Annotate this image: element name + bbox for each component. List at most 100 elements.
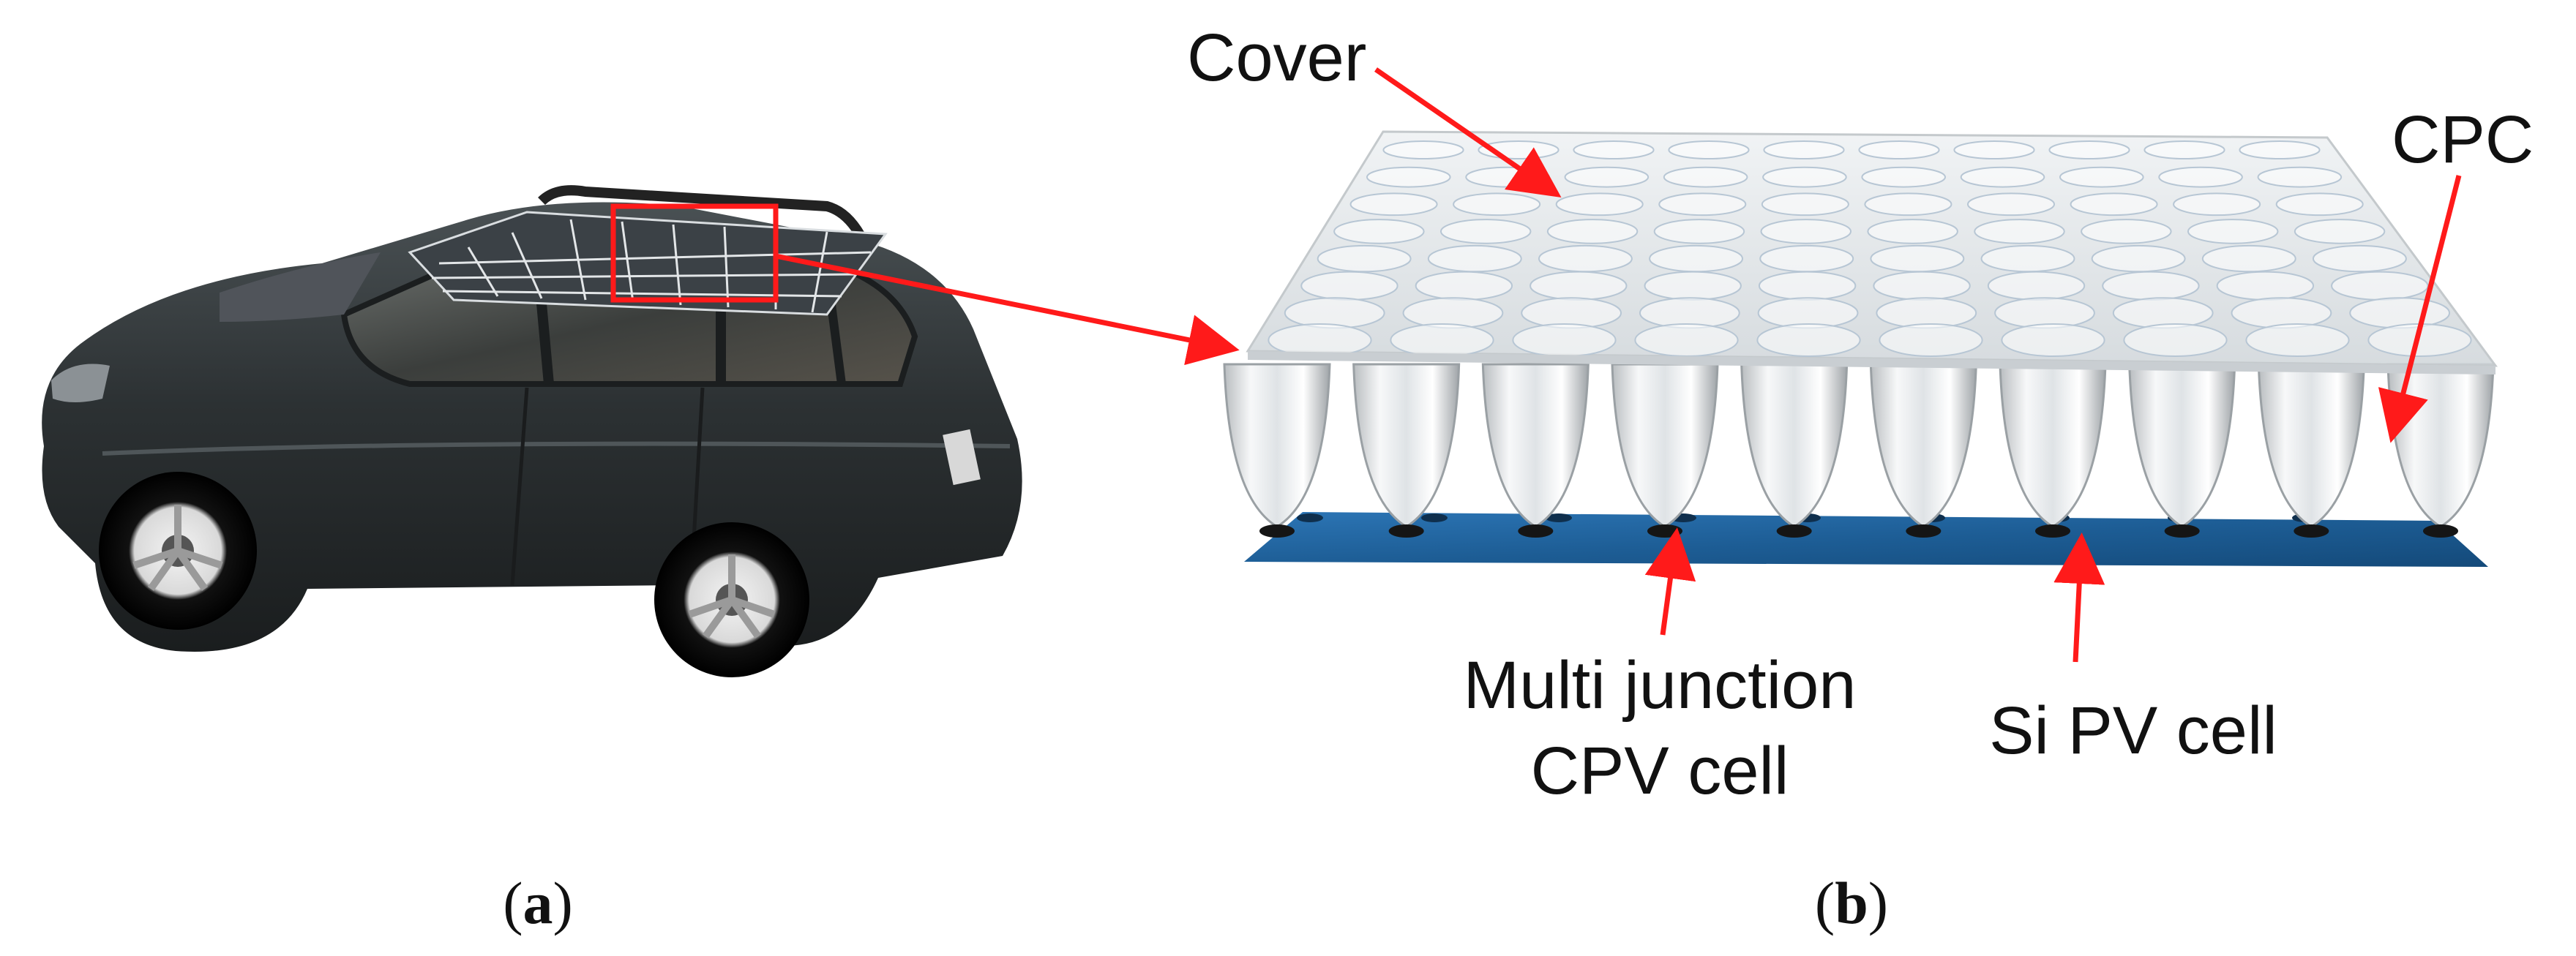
multi-junction-cell-dot (1388, 524, 1424, 538)
cover-cup-top (2275, 192, 2364, 217)
cover-cup-top (1546, 219, 1639, 244)
cover-cup-top (2001, 323, 2105, 357)
multi-junction-cell-dot (2035, 524, 2070, 538)
si-pv-cell-label: Si PV cell (1989, 693, 2277, 768)
cover-cup-pattern (1268, 140, 2472, 357)
cover-cup-top (1663, 166, 1748, 188)
multi-junction-label-line2: CPV cell (1531, 734, 1789, 808)
cover-edge (1248, 351, 2496, 375)
cover-cup-top (1439, 219, 1532, 244)
cover-cup-top (2143, 140, 2225, 159)
cover-cup-top (2312, 244, 2407, 273)
cover-cup-top (1555, 192, 1644, 217)
cover-cup-top (1333, 219, 1425, 244)
cover-cup-top (1573, 140, 1655, 159)
cpc-cup (1869, 363, 1977, 538)
cover-cup-top (1564, 166, 1650, 188)
zoom-arrow (775, 253, 1240, 366)
headlight (51, 364, 110, 402)
windshield (220, 252, 381, 322)
cover-cup-top (2091, 244, 2186, 273)
cover-cup-top (1980, 244, 2075, 273)
cover-cup-top (2123, 323, 2228, 357)
multi-junction-cell-dot (2164, 524, 2200, 538)
cover-cup-top (1538, 244, 1633, 273)
cover-cup-top (1758, 271, 1857, 301)
cover-cup-top (2059, 166, 2144, 188)
cpc-cup (1223, 363, 1331, 538)
cover-cup-top (1756, 323, 1861, 357)
cover-cup-top (1453, 192, 1541, 217)
cover-cup-top (1762, 166, 1847, 188)
cover-cup-top (1867, 219, 1958, 244)
cover-cup-top (1390, 323, 1494, 357)
multi-junction-cell-dot (2423, 524, 2458, 538)
cover-cup-top (2294, 219, 2386, 244)
rear-wheel (654, 522, 809, 677)
cover-label: Cover (1187, 20, 1366, 95)
cover-cup-top (1427, 244, 1522, 273)
cover-cup-top (1879, 323, 1983, 357)
cover-cup-top (1761, 192, 1849, 217)
cover-cup-top (1649, 244, 1744, 273)
cover-cup-top (2245, 323, 2350, 357)
cover-cup-top (1960, 166, 2045, 188)
multi-junction-cell-dot (1518, 524, 1554, 538)
cover-cup-top (2201, 244, 2296, 273)
door-line (510, 387, 529, 586)
cpc-arrow (2378, 175, 2462, 443)
front-wheel (99, 472, 257, 630)
cover-cup-top (1858, 140, 1940, 159)
roof-rail (538, 185, 869, 244)
multi-junction-cell-dot (1906, 524, 1942, 538)
cpc-array (1223, 363, 2495, 538)
cpc-cup (1999, 363, 2107, 538)
cover-cup-top (2331, 271, 2429, 301)
cover-cup-top (2048, 140, 2130, 159)
cpc-cup (1352, 363, 1461, 538)
cpv-module-illustration (1223, 130, 2498, 567)
multi-junction-cell-dot (1259, 524, 1295, 538)
cover-cup-top (1530, 271, 1628, 301)
multi-junction-cell-dot (1297, 513, 1323, 522)
cover-cup-top (1966, 192, 2056, 217)
cover-cup-top (2102, 271, 2200, 301)
cover-cup-top (1284, 297, 1385, 329)
cover-cup-top (1644, 271, 1742, 301)
caption-b: (b) (1815, 870, 1888, 936)
cover-cup-top (1974, 219, 2065, 244)
cover-cup-top (1300, 271, 1399, 301)
multi-junction-cell-dot (1647, 524, 1682, 538)
cover-cup-top (1366, 166, 1451, 188)
cover-cup-top (2173, 192, 2261, 217)
cover-cup-top (1653, 219, 1745, 244)
multi-junction-cell-dot (1776, 524, 1812, 538)
cover-cup-top (1268, 323, 1372, 357)
cover-arrow (1374, 67, 1562, 197)
cover-cup-top (2081, 219, 2172, 244)
cover-cup-top (2187, 219, 2279, 244)
cpc-cup (2257, 363, 2365, 538)
cover-cup-top (1382, 140, 1464, 159)
cpc-cup (2128, 363, 2236, 538)
cover-cup-top (2239, 140, 2321, 159)
cover-cup-top (1759, 244, 1854, 273)
cover-cup-top (2216, 271, 2315, 301)
cover-cup-top (2257, 166, 2343, 188)
cover-cup-top (1634, 323, 1739, 357)
cover-cup-top (1987, 271, 2086, 301)
multi-junction-label-line1: Multi junction (1464, 648, 1857, 723)
cover-cup-top (1873, 271, 1971, 301)
si-cell-arrow (2053, 532, 2105, 663)
cover-cup-top (1402, 297, 1504, 329)
cover-cup-top (1415, 271, 1513, 301)
cpc-cup (1481, 363, 1590, 538)
cover-cup-top (1953, 140, 2035, 159)
body-crease (102, 441, 1011, 456)
cover-cup-top (2158, 166, 2243, 188)
caption-a: (a) (503, 870, 573, 936)
multi-junction-cell-dot (1546, 513, 1572, 522)
multi-junction-cell-dot (1421, 513, 1448, 522)
cover-cup-top (1870, 244, 1965, 273)
